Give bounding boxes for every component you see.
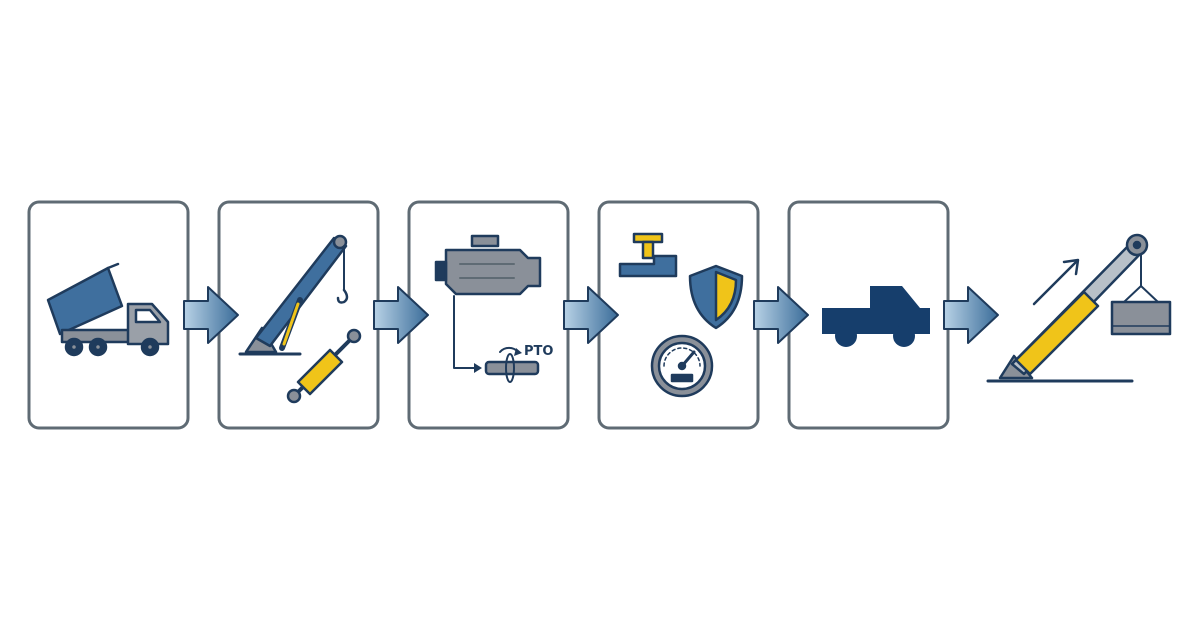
arrow-3: [563, 286, 619, 344]
pickup-truck-icon: [822, 286, 930, 347]
hydraulic-cylinder-icon: [286, 328, 362, 404]
shield-icon: [688, 264, 744, 330]
arrow-4: [753, 286, 809, 344]
crane-boom-icon: [238, 234, 349, 356]
lift-direction-arrow-icon: [1032, 258, 1080, 306]
arrow-2: [373, 286, 429, 344]
dump-truck-icon: [46, 262, 170, 357]
pressure-gauge-icon: [650, 334, 714, 398]
control-valve-icon: [618, 232, 678, 278]
arrow-1: [183, 286, 239, 344]
pto-shaft-icon: [453, 295, 540, 383]
hydraulic-lift-icon: [986, 233, 1172, 383]
arrow-5: [943, 286, 999, 344]
pto-label: PTO: [524, 344, 553, 359]
engine-icon: [434, 234, 542, 296]
